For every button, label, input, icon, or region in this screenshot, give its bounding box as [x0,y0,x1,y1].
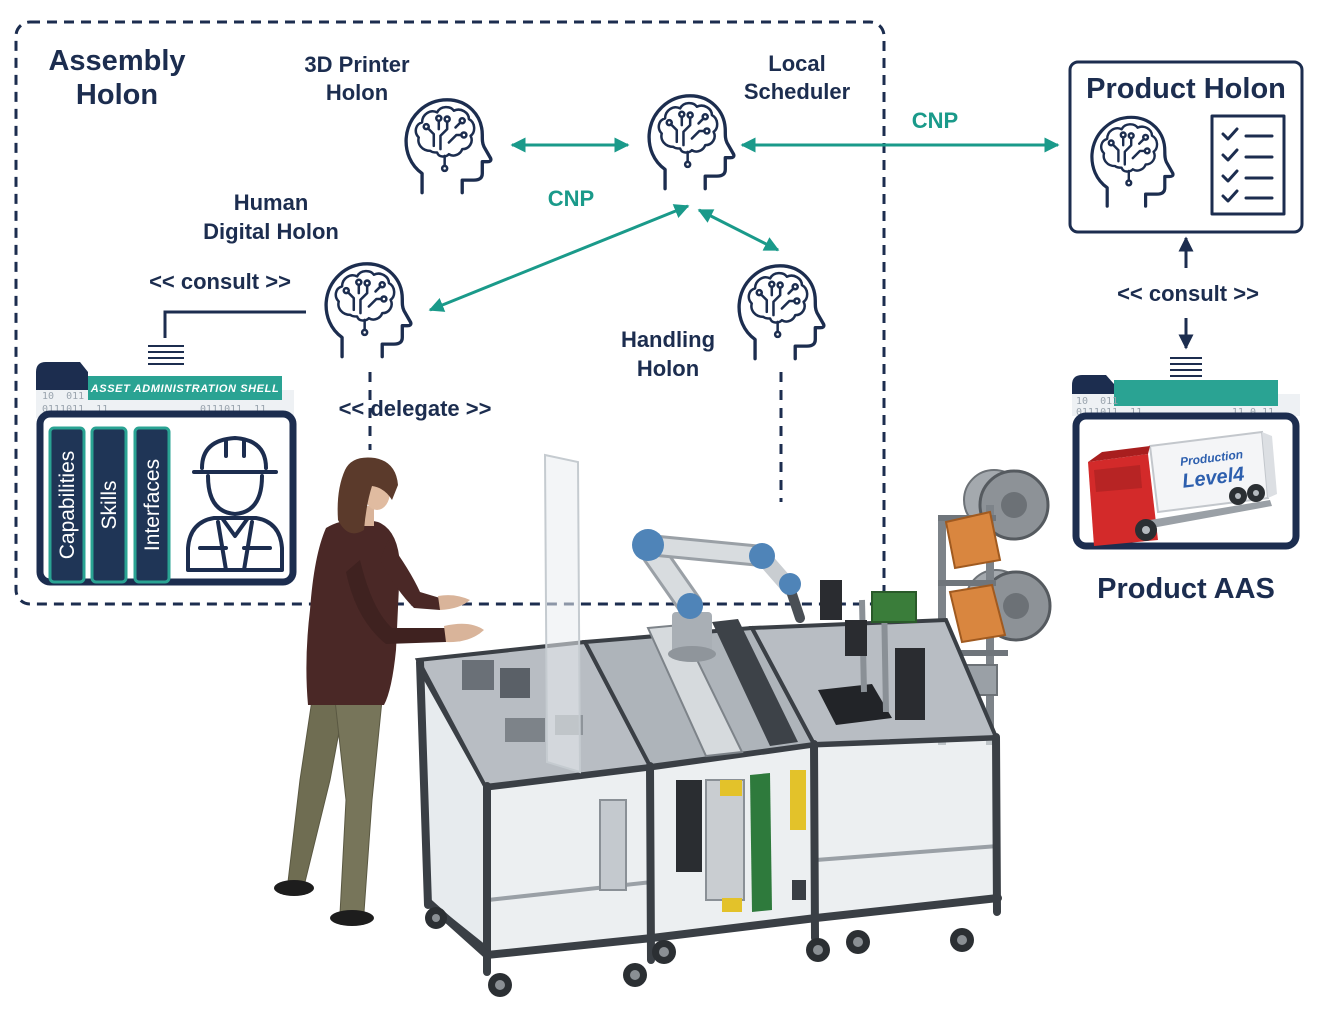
worker-icon [186,436,284,572]
module-right-front [811,735,1001,921]
arrow-scheduler-handling [697,208,780,252]
printer-holon-label-line1: 3D Printer [304,52,410,77]
local-scheduler-label-line2: Scheduler [744,79,851,104]
consult-connector-human [163,310,306,338]
aas-column-label-capabilities: Capabilities [56,451,79,560]
aas-tab-label: ASSET ADMINISTRATION SHELL [90,383,280,395]
aas-column-label-interfaces: Interfaces [141,459,164,551]
product-aas-folder: 10 011 0111011 11 11 0 11 Production Lev… [1072,375,1300,550]
stacked-lines-icon [1170,357,1202,377]
stacked-lines-icon [148,345,184,365]
asset-administration-shell-folder: ASSET ADMINISTRATION SHELL 10 011 011101… [36,362,297,586]
assembly-holon-title-line1: Assembly [48,45,185,77]
parts-tray [818,684,892,725]
product-aas-label: Product AAS [1097,573,1275,605]
checklist-icon [1210,114,1286,216]
aas-binary-3: 0111011 11 [200,404,266,415]
assembly-holon-title-line2: Holon [76,79,158,111]
scheduler-brain-head-icon [647,94,736,191]
arrow-scheduler-human [428,204,690,312]
handling-holon-label-line2: Holon [637,356,699,381]
cnp-label-top: CNP [912,108,958,133]
assembly-station [414,453,1052,997]
aas-column-interfaces [133,426,171,584]
aas-column-skills [90,426,128,584]
aas-column-capabilities [48,426,86,584]
printer-holon-brain-head-icon [404,98,493,195]
robot-arm [632,529,805,662]
product-aas-binary-1: 10 011 [1076,396,1118,407]
aas-binary-2: 0111011 11 [42,404,108,415]
consult-label-human: << consult >> [149,269,291,294]
product-aas-tab [1114,380,1278,406]
handling-holon-label-line1: Handling [621,327,715,352]
local-scheduler-label-line1: Local [768,51,825,76]
human-digital-holon-label-line1: Human [234,190,309,215]
consult-label-product: << consult >> [1117,281,1259,306]
truck-icon: Production Level4 [1088,430,1277,546]
handling-holon-brain-head-icon [737,264,826,361]
cnp-label-middle: CNP [548,186,594,211]
product-holon-box [1068,60,1304,234]
aas-binary-1: 10 011 [42,391,84,402]
glass-partition [543,453,582,774]
human-digital-holon-brain-head-icon [324,262,413,359]
aas-column-label-skills: Skills [98,480,121,529]
delegate-label: << delegate >> [339,396,492,421]
casters [425,907,974,997]
human-operator [274,457,484,926]
printer-holon-label-line2: Holon [326,80,388,105]
human-digital-holon-label-line2: Digital Holon [203,219,339,244]
product-holon-title: Product Holon [1086,73,1286,105]
linear-axis [712,619,798,746]
station-frame [416,658,1002,976]
module-left-front-glass [484,765,655,958]
aas-tab [88,376,282,400]
